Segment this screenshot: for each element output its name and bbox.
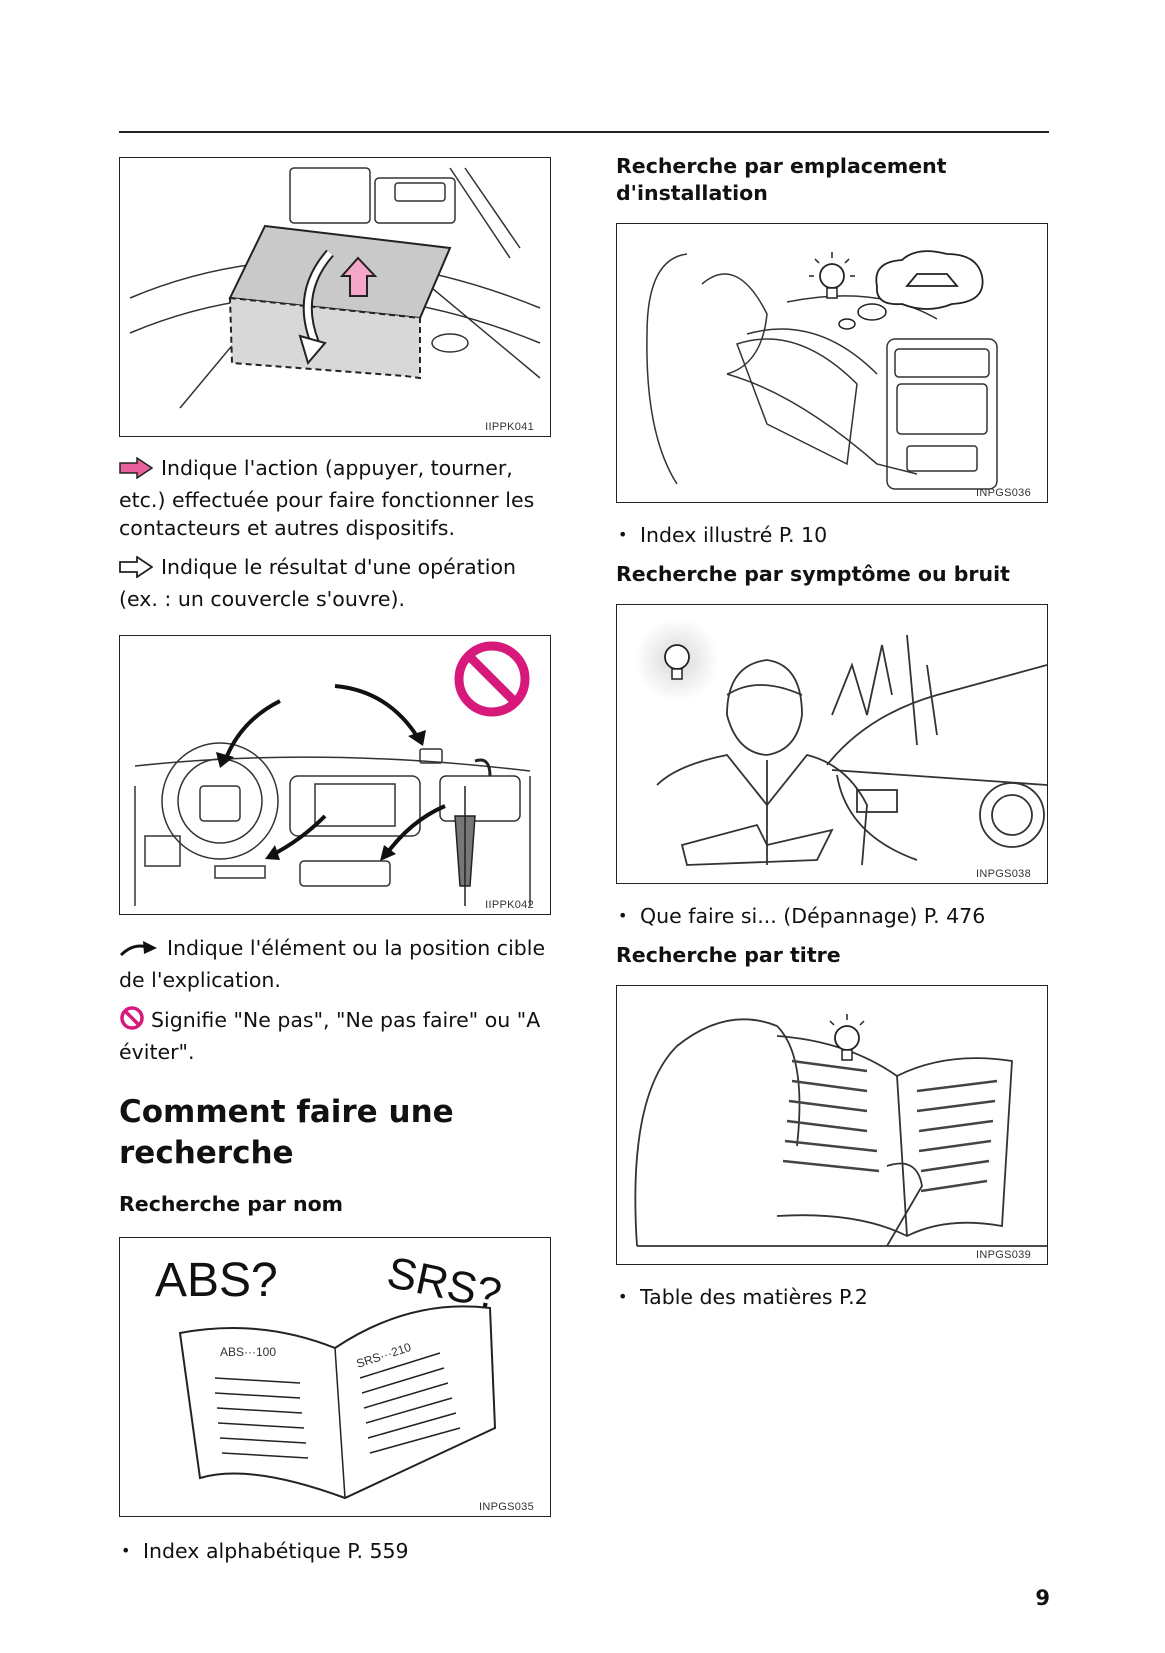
dashboard-illustration bbox=[134, 641, 531, 906]
top-rule bbox=[119, 131, 1049, 133]
target-arrow-icon bbox=[119, 938, 159, 966]
subheading-by-symptom: Recherche par symptôme ou bruit bbox=[616, 562, 1010, 586]
result-arrow-icon bbox=[119, 555, 154, 585]
subheading-by-location: Recherche par emplacement d'installation bbox=[616, 154, 947, 205]
figure-code: INPGS035 bbox=[479, 1501, 534, 1513]
sun-visor-illustration bbox=[129, 167, 541, 409]
figure-code: IIPPK042 bbox=[485, 899, 534, 911]
lightbulb-icon bbox=[819, 263, 845, 289]
legend-action-text: Indique l'action (appuyer, tourner, etc.… bbox=[119, 456, 535, 540]
figure-code: INPGS036 bbox=[976, 487, 1031, 499]
figure-symptom: INPGS038 bbox=[616, 604, 1048, 884]
abs-small-label: ABS···100 bbox=[220, 1345, 276, 1359]
figure-sun-visor: IIPPK041 bbox=[119, 157, 551, 437]
lightbulb-icon bbox=[664, 644, 690, 670]
symptom-illustration bbox=[635, 618, 1047, 866]
subheading-by-title: Recherche par titre bbox=[616, 943, 841, 967]
figure-code: IIPPK041 bbox=[485, 421, 534, 433]
right-column: Recherche par emplacement d'installation bbox=[616, 153, 1048, 1311]
page-number: 9 bbox=[1035, 1586, 1050, 1610]
legend-prohibit: Signifie "Ne pas", "Ne pas faire" ou "A … bbox=[119, 1005, 551, 1066]
section-title: Comment faire une recherche bbox=[119, 1094, 454, 1171]
bullet-by-title: Table des matières P.2 bbox=[616, 1283, 1048, 1311]
title-illustration bbox=[634, 1014, 1047, 1247]
legend-prohibit-text: Signifie "Ne pas", "Ne pas faire" ou "A … bbox=[119, 1008, 541, 1064]
bullet-by-name: Index alphabétique P. 559 bbox=[119, 1537, 551, 1565]
legend-target-text: Indique l'élément ou la position cible d… bbox=[119, 936, 546, 992]
figure-code: INPGS038 bbox=[976, 868, 1031, 880]
legend-result: Indique le résultat d'une opération (ex.… bbox=[119, 553, 551, 613]
index-book-illustration: ABS? SRS? ABS···100 SRS···210 bbox=[155, 1248, 506, 1500]
figure-location: INPGS036 bbox=[616, 223, 1048, 503]
legend-action: Indique l'action (appuyer, tourner, etc.… bbox=[119, 454, 551, 542]
bullet-by-symptom: Que faire si... (Dépannage) P. 476 bbox=[616, 902, 1048, 930]
left-column: IIPPK041 Indique l'action (appuyer, tour… bbox=[119, 157, 551, 1565]
lightbulb-icon bbox=[834, 1025, 860, 1051]
abs-label: ABS? bbox=[155, 1254, 278, 1307]
figure-code: INPGS039 bbox=[976, 1249, 1031, 1261]
bullet-by-location: Index illustré P. 10 bbox=[616, 521, 1048, 549]
subheading-by-name: Recherche par nom bbox=[119, 1192, 344, 1216]
figure-index-book: ABS? SRS? ABS···100 SRS···210 INPGS035 bbox=[119, 1237, 551, 1517]
figure-dashboard: IIPPK042 bbox=[119, 635, 551, 915]
figure-title: INPGS039 bbox=[616, 985, 1048, 1265]
legend-target: Indique l'élément ou la position cible d… bbox=[119, 934, 551, 994]
prohibit-icon bbox=[119, 1005, 145, 1038]
location-illustration bbox=[646, 250, 998, 490]
action-arrow-icon bbox=[119, 456, 154, 486]
legend-result-text: Indique le résultat d'une opération (ex.… bbox=[119, 555, 517, 611]
